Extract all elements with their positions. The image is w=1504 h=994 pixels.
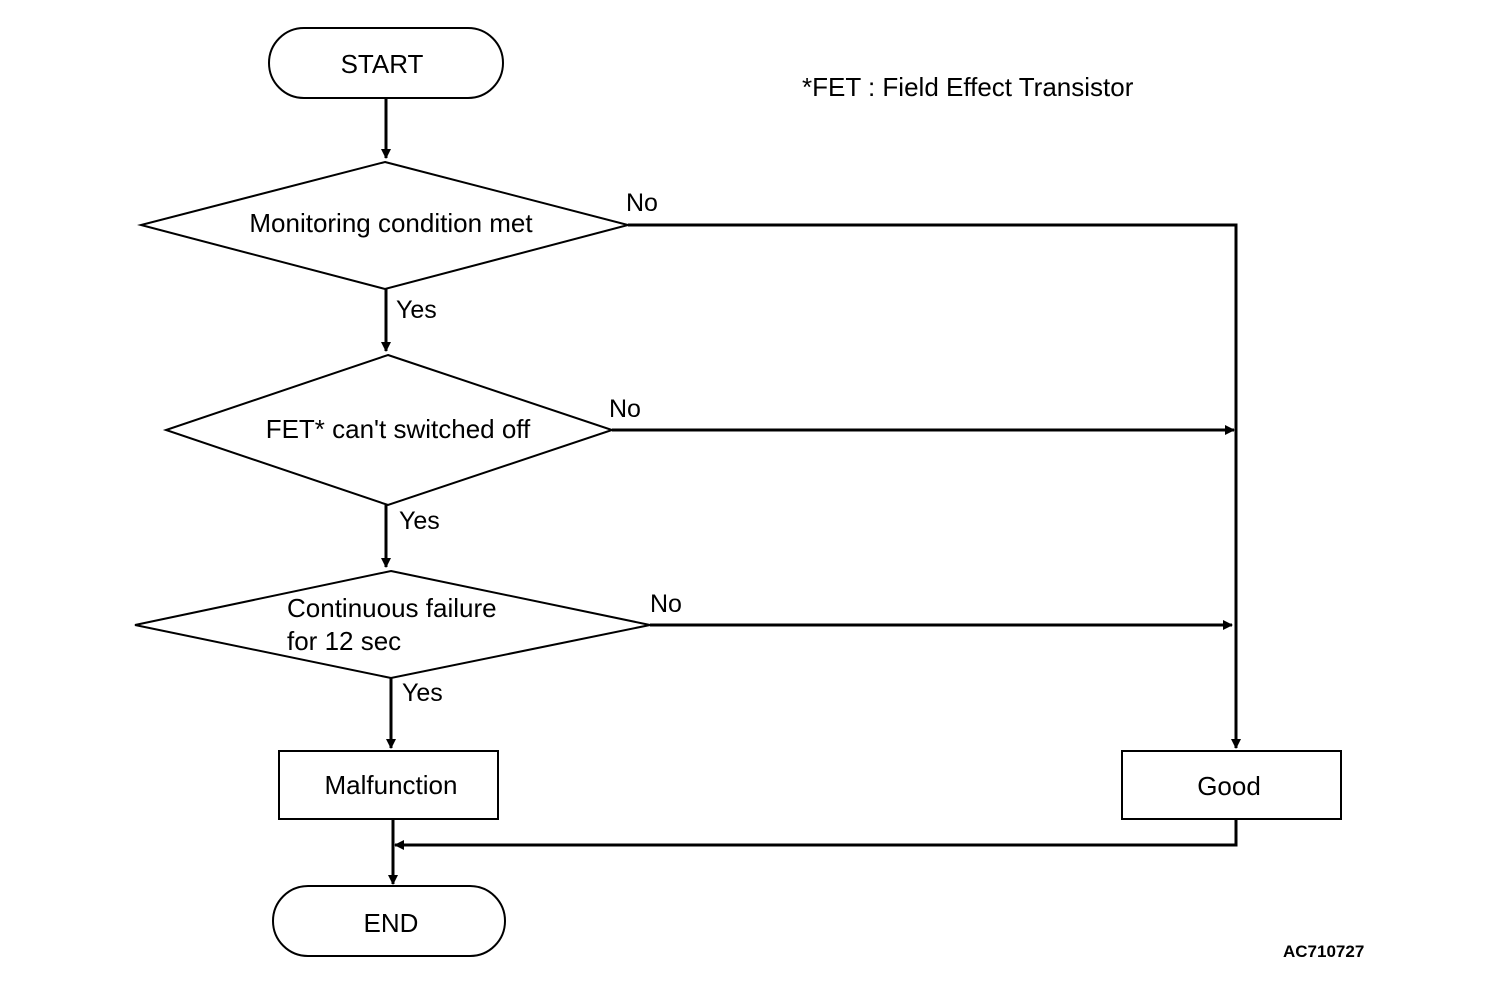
label-fet-no: No [609,395,641,423]
label-fet-yes: Yes [399,507,440,535]
arrow-good-to-end [394,819,1238,850]
decision-continuous-label-line2: for 12 sec [287,626,401,656]
decision-monitoring-label: Monitoring condition met [249,208,533,238]
label-monitoring-no: No [626,189,658,217]
end-label: END [364,908,419,938]
label-monitoring-yes: Yes [396,296,437,324]
arrow-monitoring-no [628,223,1241,749]
decision-monitoring-condition: Monitoring condition met [137,160,632,291]
label-continuous-yes: Yes [402,679,443,707]
label-continuous-no: No [650,590,682,618]
process-good: Good [1121,750,1342,820]
malfunction-label: Malfunction [325,770,458,800]
decision-continuous-label-line1: Continuous failure [287,593,497,623]
flow-connectors [381,98,1241,885]
start-label: START [341,49,424,79]
decision-continuous-failure: Continuous failure for 12 sec [134,569,651,680]
start-terminator: START [268,27,504,99]
figure-id: AC710727 [1283,942,1364,961]
good-label: Good [1197,771,1261,801]
decision-fet-label: FET* can't switched off [266,414,531,444]
footnote-fet-definition: *FET : Field Effect Transistor [802,72,1134,102]
end-terminator: END [272,885,506,957]
decision-fet-switch-off: FET* can't switched off [162,353,616,507]
edge-labels: No Yes No Yes No Yes [396,189,682,707]
process-malfunction: Malfunction [278,750,499,820]
